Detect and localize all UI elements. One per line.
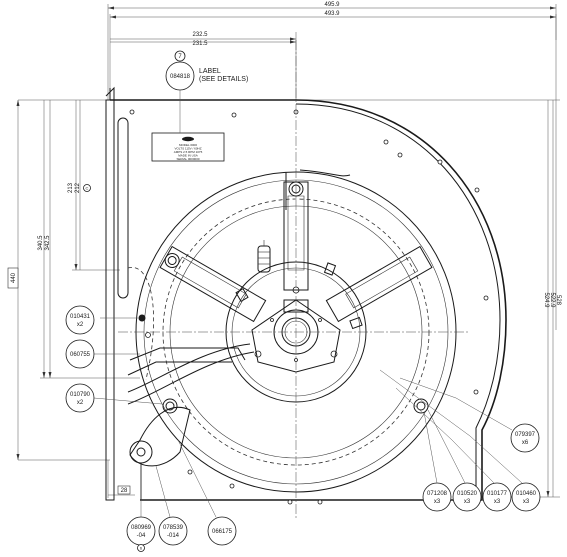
cable-top: [299, 169, 351, 177]
svg-text:010431: 010431: [70, 314, 91, 320]
callout-078539: 078539 -014: [155, 465, 188, 546]
callout-080969: 080969 -04 6: [126, 464, 156, 552]
svg-text:010790: 010790: [70, 392, 91, 398]
hole-label: C: [83, 184, 91, 192]
label-callout-num: 7: [178, 54, 182, 60]
dim-h213: 213: [68, 182, 74, 193]
dim-center-top: 232.5: [192, 32, 208, 38]
svg-text:x2: x2: [77, 322, 84, 328]
dim-h342: 342.5: [45, 235, 51, 251]
label-callout-text-2: (SEE DETAILS): [199, 76, 248, 83]
left-bracket: [100, 314, 255, 500]
nameplate-line-5: SERIAL 0000000: [176, 157, 199, 161]
nameplate-line-3: AMPS 2.5 RPM 1075: [174, 150, 203, 154]
svg-text:x6: x6: [522, 440, 529, 446]
svg-text:-014: -014: [167, 533, 180, 539]
svg-text:x3: x3: [523, 499, 530, 505]
dim-h522: 522.9: [549, 292, 555, 308]
dim-h440: 440: [11, 272, 17, 283]
svg-text:6: 6: [140, 545, 143, 550]
svg-text:066175: 066175: [212, 529, 233, 535]
label-callout-text-1: LABEL: [199, 68, 221, 75]
blower-wheel: [118, 40, 470, 520]
svg-text:071208: 071208: [427, 491, 448, 497]
svg-text:C: C: [86, 185, 89, 190]
dim-h340: 340.5: [38, 235, 44, 251]
svg-text:x3: x3: [494, 499, 501, 505]
callout-010431: 010431 x2: [65, 305, 95, 335]
svg-text:x3: x3: [434, 499, 441, 505]
label-callout-part: 084818: [170, 74, 191, 80]
svg-text:078539: 078539: [163, 525, 184, 531]
svg-text:010520: 010520: [457, 491, 478, 497]
svg-text:x3: x3: [464, 499, 471, 505]
nameplate-line-4: MADE IN USA: [178, 154, 198, 158]
svg-text:010460: 010460: [516, 491, 537, 497]
nameplate-line-2: VOLTS 115V / 60HZ: [174, 147, 201, 151]
callout-066175: 066175: [177, 439, 237, 546]
blower-housing: [105, 86, 507, 505]
nameplate-line-1: MODEL 0000: [179, 143, 197, 147]
dim-center-bottom: 231.5: [192, 41, 208, 47]
dimension-texts: 495.9 493.9 232.5 231.5 213 212 340.5 34…: [7, 2, 561, 495]
dim-v28: 28: [121, 488, 128, 494]
svg-text:079397: 079397: [515, 432, 536, 438]
dim-h524: 524.9: [543, 292, 549, 308]
dim-width-top: 495.9: [324, 2, 340, 8]
capacitor: [257, 240, 271, 273]
callout-010790: 010790 x2: [65, 383, 163, 413]
nameplate: MODEL 0000 VOLTS 115V / 60HZ AMPS 2.5 RP…: [151, 132, 225, 162]
motor-mount-arms: [159, 181, 433, 414]
svg-text:060755: 060755: [70, 352, 91, 358]
callout-010460: 010460 x3: [379, 369, 541, 512]
dim-h212: 212: [75, 182, 81, 193]
callout-010520: 010520 x3: [427, 409, 482, 512]
dim-width-bottom: 493.9: [324, 11, 340, 17]
callout-060755: 060755: [65, 339, 140, 369]
dim-h528: 528: [555, 295, 561, 306]
label-callout: 7 084818 LABEL (SEE DETAILS): [165, 50, 248, 133]
svg-text:x2: x2: [77, 400, 84, 406]
svg-text:010177: 010177: [487, 491, 508, 497]
svg-text:-04: -04: [137, 533, 146, 539]
callout-079397: 079397 x6: [399, 377, 540, 453]
svg-text:080969: 080969: [131, 525, 152, 531]
callout-010177: 010177 x3: [395, 387, 512, 512]
callout-071208: 071208 x3: [422, 411, 452, 512]
